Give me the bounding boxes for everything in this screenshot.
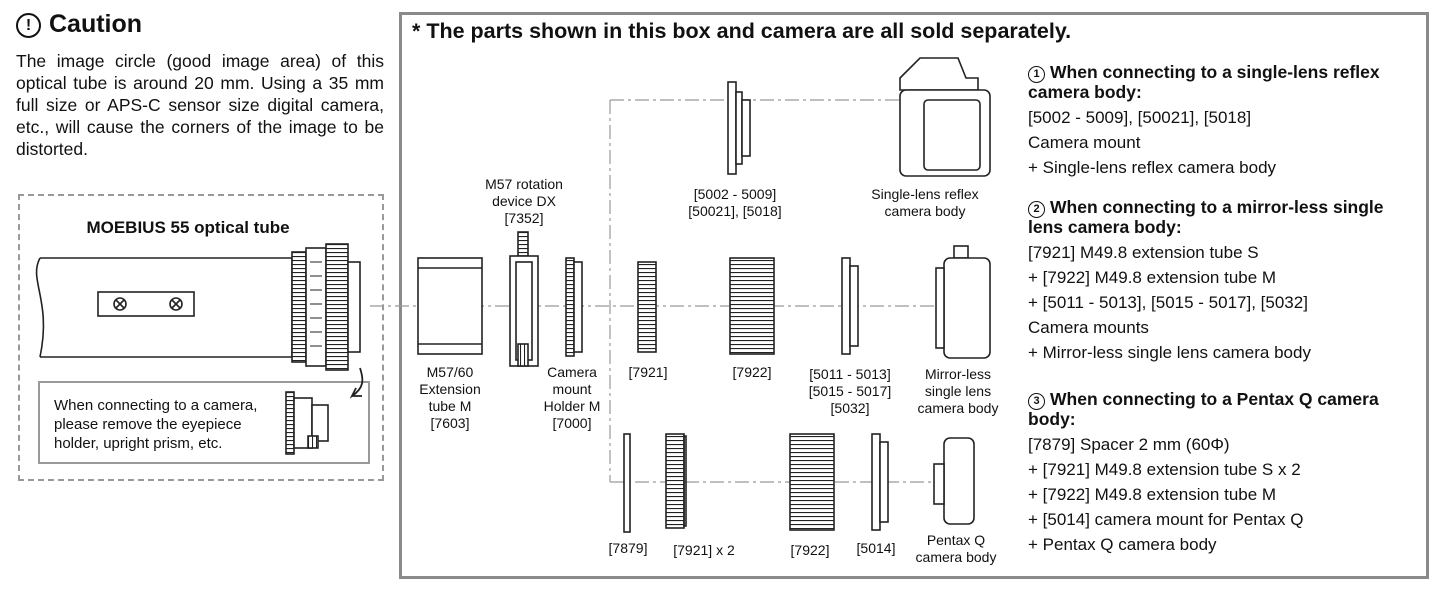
label-line: camera body bbox=[915, 549, 997, 565]
optical-tube-title: MOEBIUS 55 optical tube bbox=[86, 218, 290, 237]
label-7921-x2: [7921] x 2 bbox=[673, 542, 735, 558]
label-7922-q: [7922] bbox=[790, 542, 830, 558]
circled-number: 1 bbox=[1028, 66, 1045, 83]
label-7879: [7879] bbox=[608, 540, 648, 556]
parts-box bbox=[399, 12, 1429, 579]
label-line: M57/60 bbox=[426, 364, 474, 380]
section-line: [5002 - 5009], [50021], [5018] bbox=[1028, 108, 1252, 127]
section-line: + Pentax Q camera body bbox=[1028, 535, 1217, 554]
label-line: [5015 - 5017] bbox=[808, 383, 892, 399]
caution-body: The image circle (good image area) of th… bbox=[16, 51, 384, 159]
section-line: [7879] Spacer 2 mm (60Φ) bbox=[1028, 435, 1230, 454]
label-7922: [7922] bbox=[732, 364, 772, 380]
label-line: [5032] bbox=[830, 400, 870, 416]
circled-number: 2 bbox=[1028, 201, 1045, 218]
label-line: tube M bbox=[428, 398, 472, 414]
extension-tube-m-drawing bbox=[417, 257, 483, 355]
section-line: + [7922] M49.8 extension tube M bbox=[1028, 268, 1277, 287]
label-line: [7603] bbox=[430, 415, 470, 431]
section-line: + Single-lens reflex camera body bbox=[1028, 158, 1277, 177]
label-line: Pentax Q bbox=[926, 532, 986, 548]
section-line: Camera mount bbox=[1028, 133, 1141, 152]
section-title-text: When connecting to a Pentax Q camera bod… bbox=[1028, 389, 1379, 429]
label-line: [50021], [5018] bbox=[688, 203, 782, 219]
label-line: [7000] bbox=[552, 415, 592, 431]
caution-heading: ! Caution bbox=[16, 10, 142, 39]
label-line: device DX bbox=[492, 193, 556, 209]
section-line: + Mirror-less single lens camera body bbox=[1028, 343, 1311, 362]
tube-7921-x2-drawing bbox=[665, 433, 685, 529]
section-line: Camera mounts bbox=[1028, 318, 1149, 337]
camera-mount-holder-drawing bbox=[565, 257, 583, 357]
spacer-7879-drawing bbox=[623, 433, 631, 533]
caution-title: Caution bbox=[49, 10, 143, 38]
label-slr-mount: [5002 - 5009] [50021], [5018] bbox=[670, 186, 800, 220]
mirrorless-mount-drawing bbox=[841, 257, 859, 355]
label-line: [7352] bbox=[504, 210, 544, 226]
label-line: M57 rotation bbox=[485, 176, 563, 192]
label-pentax-q-body: Pentax Q camera body bbox=[906, 532, 1006, 566]
tube-7922-drawing bbox=[729, 257, 775, 355]
slr-camera-body-drawing bbox=[899, 57, 991, 177]
section-title-text: When connecting to a mirror-less single … bbox=[1028, 197, 1384, 237]
curved-arrow-icon bbox=[349, 367, 364, 399]
pentax-q-mount-drawing bbox=[871, 433, 889, 531]
mirrorless-camera-body-drawing bbox=[935, 245, 991, 359]
section-line: + [5011 - 5013], [5015 - 5017], [5032] bbox=[1028, 293, 1308, 312]
label-line: Extension bbox=[419, 381, 481, 397]
label-line: Camera bbox=[547, 364, 597, 380]
label-mirrorless-body: Mirror-less single lens camera body bbox=[908, 366, 1008, 417]
exclamation-circle-icon: ! bbox=[16, 13, 41, 38]
label-line: camera body bbox=[917, 400, 999, 416]
label-line: camera body bbox=[884, 203, 966, 219]
pentax-q-camera-body-drawing bbox=[933, 437, 975, 525]
label-holder: Camera mount Holder M [7000] bbox=[532, 364, 612, 432]
label-rotation-device: M57 rotation device DX [7352] bbox=[474, 176, 574, 227]
rotation-device-drawing bbox=[509, 231, 539, 367]
note-text: When connecting to a camera, please remo… bbox=[54, 397, 258, 452]
slr-mount-drawing bbox=[727, 81, 751, 175]
label-line: Holder M bbox=[543, 398, 601, 414]
label-line: [5002 - 5009] bbox=[693, 186, 777, 202]
section-title-text: When connecting to a single-lens reflex … bbox=[1028, 62, 1380, 102]
tube-7921-drawing bbox=[637, 261, 657, 353]
label-line: Mirror-less bbox=[924, 366, 992, 382]
label-slr-body: Single-lens reflex camera body bbox=[860, 186, 990, 220]
circled-number: 3 bbox=[1028, 393, 1045, 410]
label-5014: [5014] bbox=[856, 540, 896, 556]
section-line: + [7922] M49.8 extension tube M bbox=[1028, 485, 1277, 504]
label-extension-tube: M57/60 Extension tube M [7603] bbox=[410, 364, 490, 432]
section-line: + [7921] M49.8 extension tube S x 2 bbox=[1028, 460, 1301, 479]
parts-box-header: * The parts shown in this box and camera… bbox=[412, 19, 1072, 43]
label-7921: [7921] bbox=[628, 364, 668, 380]
note-box bbox=[38, 381, 370, 464]
moebius-tube-drawing bbox=[35, 243, 361, 371]
optical-tube-box bbox=[18, 194, 384, 481]
label-line: Single-lens reflex bbox=[871, 186, 979, 202]
tube-7922-q-drawing bbox=[789, 433, 835, 531]
label-line: single lens bbox=[924, 383, 992, 399]
eyepiece-part-drawing bbox=[285, 391, 329, 455]
section-line: [7921] M49.8 extension tube S bbox=[1028, 243, 1259, 262]
label-line: [5011 - 5013] bbox=[809, 366, 891, 382]
label-line: mount bbox=[552, 381, 592, 397]
label-mirrorless-mount: [5011 - 5013] [5015 - 5017] [5032] bbox=[800, 366, 900, 417]
section-line: + [5014] camera mount for Pentax Q bbox=[1028, 510, 1304, 529]
